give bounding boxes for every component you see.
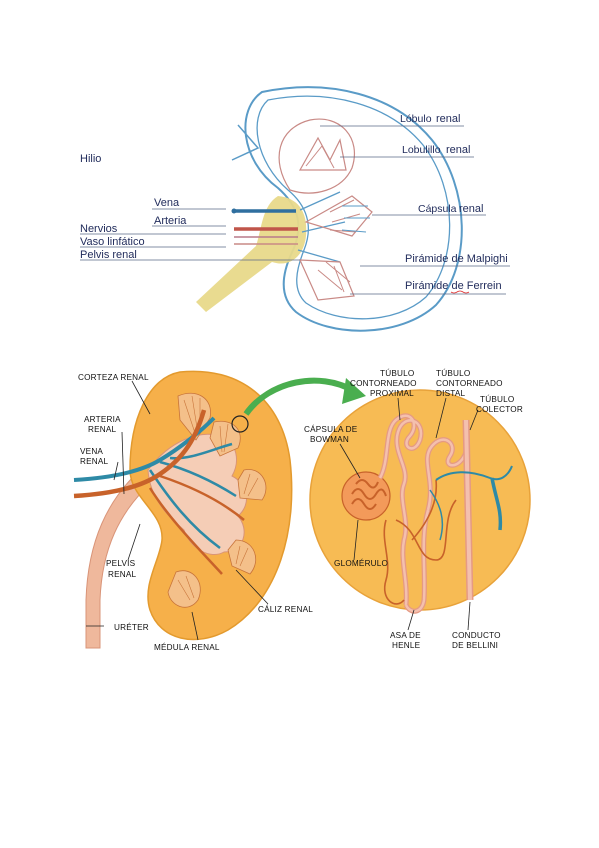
label-pelvis-renal-1: PELVIS (106, 559, 136, 568)
label-capsula-bowman-2: BOWMAN (310, 435, 349, 444)
label-pelvis-renal-2: RENAL (108, 570, 137, 579)
label-piramide-ferrein: Pirámide de Ferrein (405, 280, 502, 292)
label-hilio: Hilio (80, 153, 101, 165)
label-pelvis-renal: Pelvis renal (80, 249, 137, 261)
label-capsula-big: renal (459, 203, 483, 215)
kidney-illustration (72, 360, 532, 660)
label-tubulo-colector-1: TÚBULO (480, 394, 514, 404)
label-nervios: Nervios (80, 223, 118, 235)
label-tubulo-proximal-3: PROXIMAL (370, 389, 414, 398)
zoom-arrow (243, 377, 354, 416)
label-conducto-bellini-1: CONDUCTO (452, 631, 501, 640)
label-corteza-renal: CORTEZA RENAL (78, 373, 149, 382)
label-tubulo-distal-2: CONTORNEADO (436, 379, 503, 388)
label-ureter: URÉTER (114, 622, 149, 632)
label-lobulillo-small: Lobulillo (402, 144, 441, 156)
renal-vein (73, 416, 216, 482)
renal-pelvis-shape (196, 196, 307, 312)
label-tubulo-distal-1: TÚBULO (436, 368, 470, 378)
label-caliz-renal: CÁLIZ RENAL (258, 604, 313, 614)
label-arteria: Arteria (154, 215, 187, 227)
label-vena-renal-1: VENA (80, 447, 103, 456)
renal-artery (73, 409, 207, 499)
label-vaso-linfatico: Vaso linfático (80, 236, 145, 248)
label-asa-henle-1: ASA DE (390, 631, 421, 640)
label-tubulo-proximal-1: TÚBULO (380, 368, 414, 378)
label-vena-renal-2: RENAL (80, 457, 109, 466)
kidney-inner-cortex (256, 95, 451, 320)
label-asa-henle-2: HENLE (392, 641, 421, 650)
label-lobulo-small: Lóbulo (400, 113, 432, 125)
kidney-outer-capsule (244, 86, 463, 332)
label-tubulo-distal-3: DISTAL (436, 389, 466, 398)
label-tubulo-colector-2: COLECTOR (476, 405, 523, 414)
label-capsula-small: Cápsula (418, 203, 457, 215)
kidney-outline-diagram (80, 86, 510, 332)
label-piramide-malpighi: Pirámide de Malpighi (405, 253, 508, 265)
label-lobulillo-big: renal (446, 144, 470, 156)
label-medula-renal: MÉDULA RENAL (154, 642, 220, 652)
label-capsula-bowman-1: CÁPSULA DE (304, 424, 358, 434)
label-conducto-bellini-2: DE BELLINI (452, 641, 498, 650)
label-tubulo-proximal-2: CONTORNEADO (350, 379, 417, 388)
label-lobulo-big: renal (436, 113, 460, 125)
pyramid-malpighi (304, 195, 373, 237)
label-arteria-renal-1: ARTERIA (84, 415, 121, 424)
label-vena: Vena (154, 197, 180, 209)
label-arteria-renal-2: RENAL (88, 425, 117, 434)
label-glomerulo: GLOMÉRULO (334, 558, 388, 568)
pyramid-ferrein (299, 259, 355, 301)
